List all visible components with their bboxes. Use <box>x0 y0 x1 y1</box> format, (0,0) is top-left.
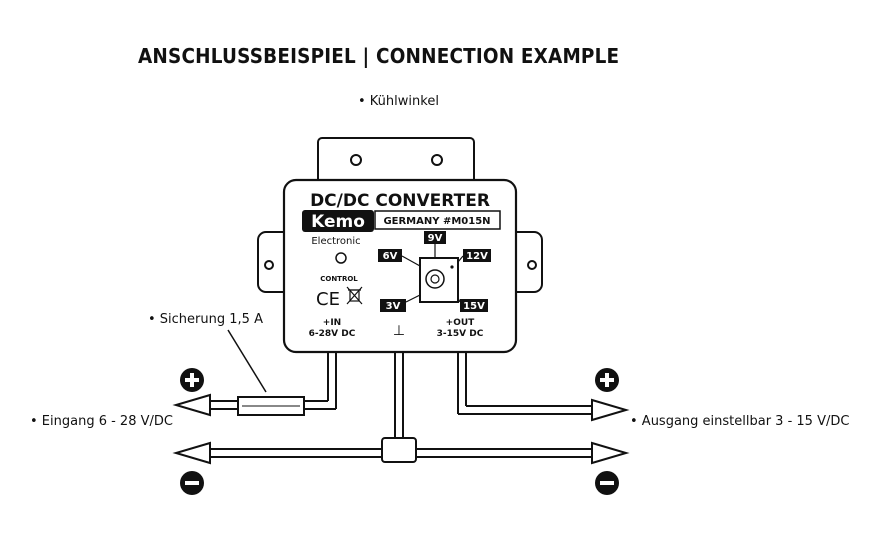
heatsink-label: • Kühlwinkel <box>358 94 439 109</box>
output-arrow <box>591 398 630 422</box>
badge-12v <box>463 249 491 262</box>
badge-15v <box>460 299 488 312</box>
plus-icon-right <box>595 368 619 392</box>
out-label: +OUT <box>446 318 476 328</box>
badge-12v-text: 12V <box>466 251 488 262</box>
badge-9v-text: 9V <box>428 233 443 244</box>
electronic-text: Electronic <box>311 236 360 247</box>
control-text: CONTROL <box>320 275 358 283</box>
ground-junction <box>381 437 417 463</box>
plus-icon-left <box>180 368 204 392</box>
ground-arrow-left <box>172 441 211 465</box>
input-arrow <box>172 393 211 417</box>
model-box <box>374 210 501 230</box>
device-name: DC/DC CONVERTER <box>310 191 490 211</box>
in-label: +IN <box>323 318 341 328</box>
ground-arrow-right <box>591 441 630 465</box>
badge-9v <box>424 231 446 244</box>
badge-3v-text: 3V <box>386 301 401 312</box>
minus-icon-left <box>180 471 204 495</box>
kemo-logo: Kemo <box>311 212 365 232</box>
ce-mark: CE <box>316 289 340 310</box>
badge-3v-leader <box>405 294 421 303</box>
badge-6v <box>378 249 402 262</box>
model-text: GERMANY #M015N <box>383 216 490 227</box>
ground-wire <box>394 352 404 438</box>
page-title: ANSCHLUSSBEISPIEL | CONNECTION EXAMPLE <box>138 44 620 68</box>
ground-symbol: ⊥ <box>393 323 405 339</box>
in-range: 6-28V DC <box>309 329 356 339</box>
badge-15v-text: 15V <box>463 301 485 312</box>
weee-bin-icon <box>346 286 363 305</box>
potentiometer-dot <box>450 265 454 269</box>
fuse-leader <box>227 329 267 393</box>
input-label: • Eingang 6 - 28 V/DC <box>30 414 173 429</box>
badge-6v-text: 6V <box>383 251 398 262</box>
fuse-label: • Sicherung 1,5 A <box>148 312 263 327</box>
potentiometer-center <box>430 274 440 284</box>
out-range: 3-15V DC <box>437 329 484 339</box>
badge-6v-leader <box>401 255 421 267</box>
minus-icon-right <box>595 471 619 495</box>
kemo-logo-box <box>302 210 374 232</box>
badge-3v <box>380 299 406 312</box>
control-led <box>335 252 347 264</box>
output-wire <box>457 352 594 415</box>
badge-15v-leader <box>457 297 461 303</box>
badge-12v-leader <box>457 255 464 263</box>
output-label: • Ausgang einstellbar 3 - 15 V/DC <box>630 414 850 429</box>
